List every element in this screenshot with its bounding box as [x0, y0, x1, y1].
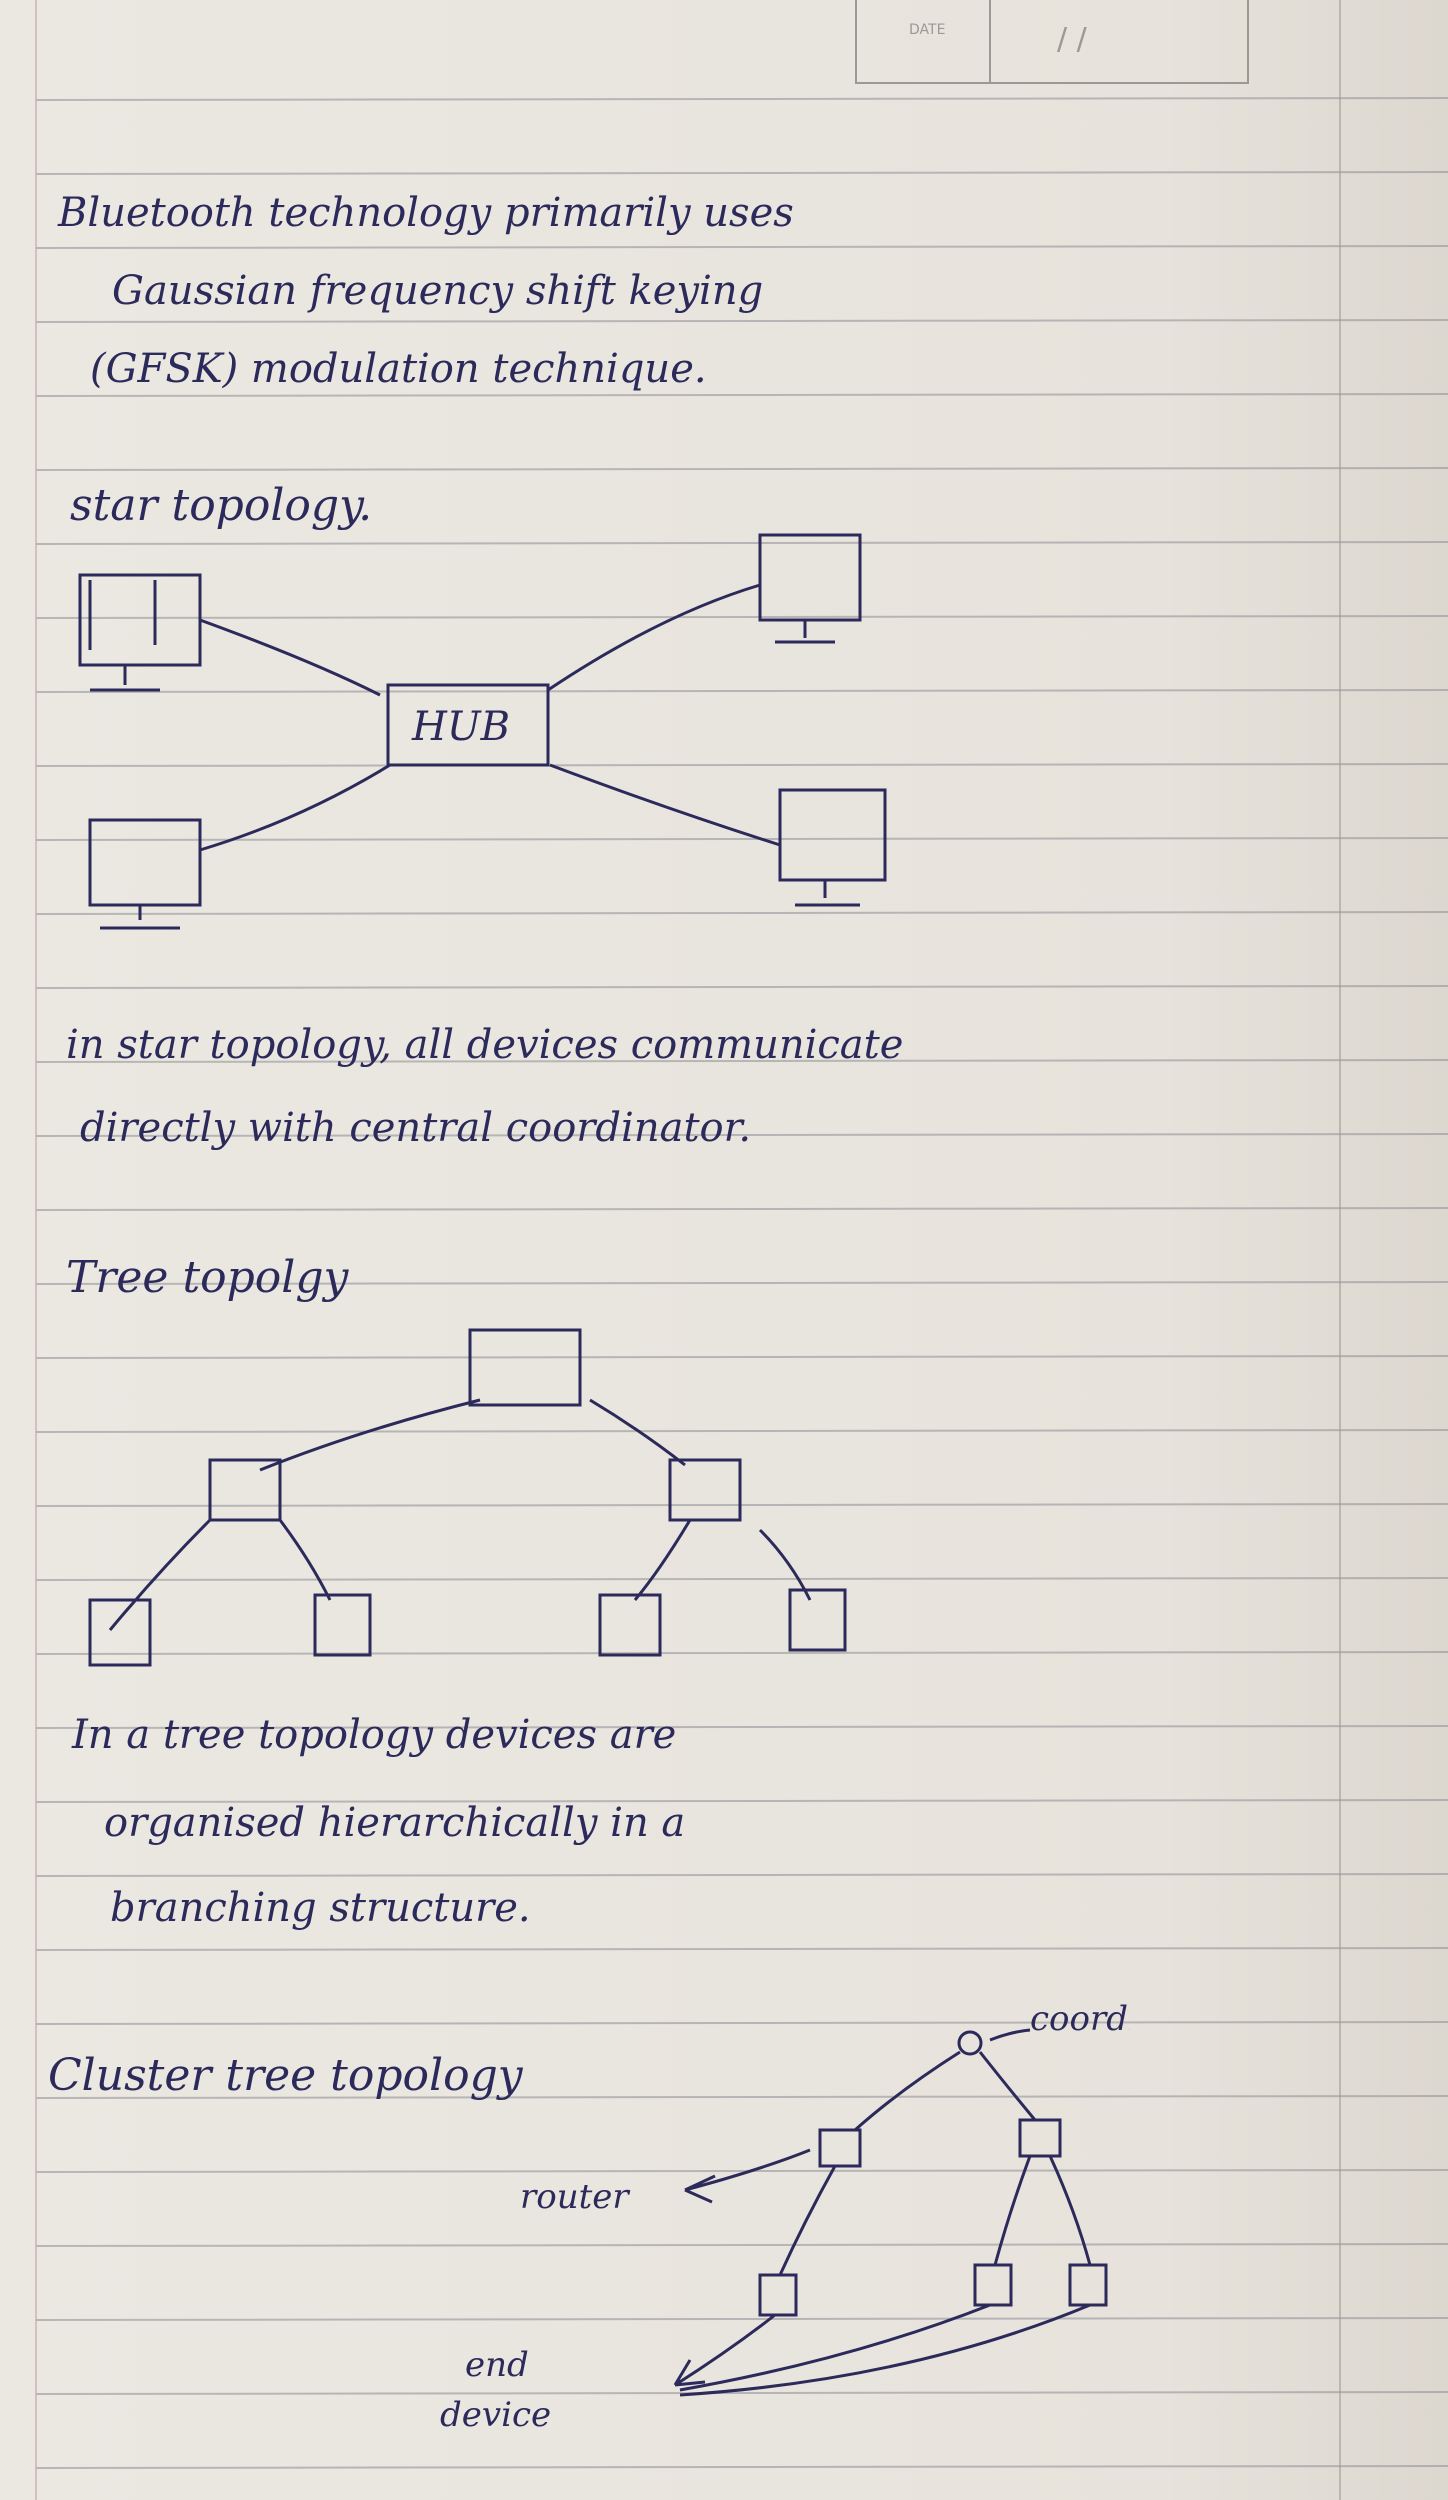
leaf-node: [598, 1593, 662, 1657]
ruled-line: [35, 615, 1448, 619]
ruled-line: [35, 837, 1448, 841]
end-device-node: [1068, 2263, 1108, 2307]
ruled-line: [35, 2243, 1448, 2247]
intro-line-1: Bluetooth technology primarily uses: [58, 190, 794, 236]
link-line: [259, 1398, 481, 1472]
leaf-node: [313, 1593, 372, 1657]
star-heading: star topology.: [70, 480, 373, 531]
star-topology-diagram: HUB: [78, 533, 887, 930]
ruled-line: [35, 2317, 1448, 2321]
end-device-node: [758, 2273, 798, 2317]
ruled-line: [35, 97, 1448, 101]
link-line: [633, 1519, 692, 1601]
root-node: [468, 1328, 582, 1407]
computer-icon: [758, 533, 862, 644]
tree-desc-line-2: organised hierarchically in a: [104, 1800, 686, 1846]
end-device-arrow: [679, 2303, 1091, 2397]
hub-box: [386, 683, 550, 767]
date-label: DATE: [909, 22, 946, 38]
ruled-line: [35, 1577, 1448, 1581]
ruled-line: [35, 1355, 1448, 1359]
ruled-line: [35, 1133, 1448, 1137]
link-line: [589, 1398, 686, 1467]
coordinator-label: coordinator: [1030, 1999, 1130, 2039]
tree-desc-line-3: branching structure.: [110, 1885, 531, 1931]
ruled-line: [35, 1725, 1448, 1729]
ruled-line: [35, 245, 1448, 249]
end-device-arrow: [679, 2303, 991, 2392]
tree-topology-diagram: [88, 1328, 847, 1667]
tree-heading: Tree topolgy: [66, 1252, 349, 1303]
date-box: DATE / /: [855, 0, 1249, 84]
tree-node: [668, 1458, 742, 1522]
ruled-line: [35, 171, 1448, 175]
ruled-line: [35, 2465, 1448, 2469]
router-node: [818, 2128, 862, 2168]
ruled-line: [35, 541, 1448, 545]
date-divider: [989, 0, 991, 82]
intro-line-3: (GFSK) modulation technique.: [90, 346, 707, 392]
link-line: [549, 763, 781, 847]
router-node: [1018, 2118, 1062, 2158]
ruled-line: [35, 1429, 1448, 1433]
computer-icon: [78, 573, 202, 692]
hub-label: HUB: [411, 704, 510, 750]
leaf-node: [788, 1588, 847, 1652]
ruled-line: [35, 1059, 1448, 1063]
ruled-line: [35, 467, 1448, 471]
link-line: [278, 1519, 332, 1601]
ruled-line: [35, 319, 1448, 323]
ruled-line: [35, 1651, 1448, 1655]
ruled-line: [35, 2391, 1448, 2395]
leaf-node: [88, 1598, 152, 1667]
coordinator-node: [957, 2030, 983, 2056]
star-desc-line-2: directly with central coordinator.: [80, 1105, 752, 1151]
ruled-line: [35, 763, 1448, 767]
link-line: [199, 618, 381, 697]
computer-icon: [778, 788, 887, 907]
link-line: [993, 2155, 1032, 2266]
router-label: router: [520, 2177, 630, 2217]
link-line: [199, 763, 391, 852]
link-line: [978, 2051, 1037, 2121]
cluster-tree-diagram: coordinator router: [520, 1999, 1130, 2397]
link-line: [854, 2050, 961, 2132]
ruled-line: [35, 2021, 1448, 2025]
router-arrow: [684, 2148, 811, 2204]
end-device-label-2: device: [440, 2395, 552, 2435]
end-device-label-1: end: [465, 2345, 529, 2385]
star-desc-line-1: in star topology, all devices communicat…: [66, 1022, 904, 1068]
ruled-line: [35, 689, 1448, 693]
ruled-line: [35, 985, 1448, 989]
link-line: [758, 1528, 812, 1601]
link-line: [778, 2165, 837, 2276]
end-device-arrow: [673, 2313, 776, 2387]
ruled-line: [35, 1873, 1448, 1877]
link-line: [1048, 2155, 1092, 2266]
tree-desc-line-1: In a tree topology devices are: [72, 1712, 677, 1758]
ruled-line: [35, 1281, 1448, 1285]
ruled-line: [35, 393, 1448, 397]
coordinator-pointer: [989, 2028, 1031, 2042]
intro-line-2: Gaussian frequency shift keying: [112, 268, 764, 314]
ruled-line: [35, 911, 1448, 915]
ruled-line: [35, 1503, 1448, 1507]
ruled-line: [35, 1947, 1448, 1951]
link-line: [108, 1518, 212, 1631]
ruled-line: [35, 1799, 1448, 1803]
ruled-line: [35, 2095, 1448, 2099]
date-value: / /: [1057, 22, 1087, 57]
tree-node: [208, 1458, 282, 1522]
link-line: [547, 583, 761, 692]
end-device-node: [973, 2263, 1013, 2307]
ruled-line: [35, 1207, 1448, 1211]
ruled-line: [35, 2169, 1448, 2173]
cluster-heading: Cluster tree topology: [48, 2050, 523, 2101]
computer-icon: [88, 818, 202, 930]
